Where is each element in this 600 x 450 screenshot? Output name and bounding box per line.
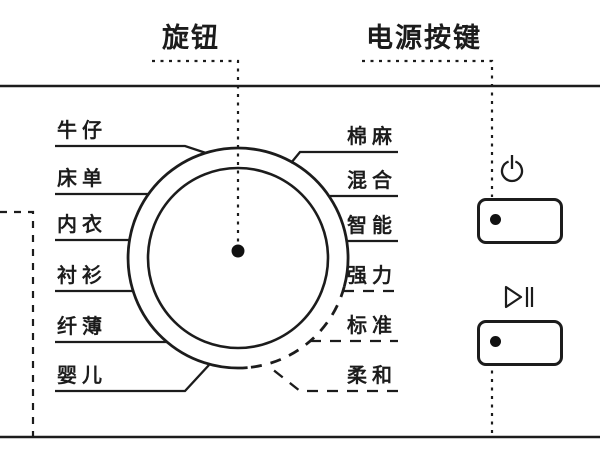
- program-label-standard: 标准: [347, 315, 397, 337]
- knob-pointer-dot: [231, 244, 245, 258]
- program-connector-line: [290, 150, 398, 164]
- knob-outer-ring-dashed: [247, 286, 346, 369]
- power-button[interactable]: [477, 198, 563, 244]
- power-callout-label: 电源按键: [366, 23, 482, 53]
- program-label-denim: 牛仔: [57, 120, 107, 142]
- start-pause-button[interactable]: [477, 320, 563, 366]
- program-label-baby: 婴儿: [57, 365, 107, 387]
- program-label-gentle: 柔和: [347, 365, 397, 387]
- program-label-mixed: 混合: [347, 170, 397, 192]
- program-label-underwear: 内衣: [57, 214, 107, 236]
- program-connector-line: [55, 364, 210, 393]
- panel-left-callout-line: [0, 210, 35, 437]
- program-label-shirts: 衬衫: [57, 265, 107, 287]
- program-label-cotton-linen: 棉麻: [347, 126, 397, 148]
- program-label-delicate: 纤薄: [57, 316, 107, 338]
- program-label-intensive: 强力: [347, 265, 397, 287]
- knob-callout-label: 旋钮: [162, 23, 220, 53]
- knob-inner-ring: [146, 166, 330, 350]
- program-connector-line: [55, 144, 207, 155]
- play-pause-icon: [504, 285, 534, 309]
- program-connector-line-dashed: [266, 364, 398, 393]
- power-button-dot: [490, 214, 501, 225]
- knob-callout-line: [152, 59, 240, 243]
- program-label-smart: 智能: [347, 215, 397, 237]
- program-label-sheets: 床单: [57, 168, 107, 190]
- start-pause-button-dot: [490, 336, 501, 347]
- power-icon: [500, 155, 524, 183]
- power-callout-line: [362, 59, 494, 197]
